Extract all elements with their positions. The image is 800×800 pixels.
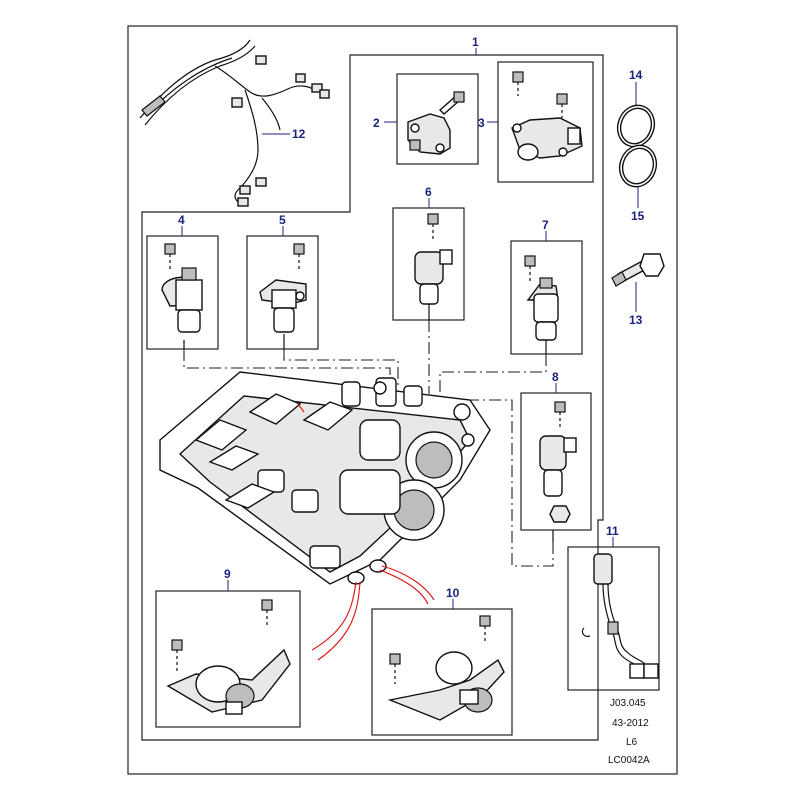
o-ring-15: [618, 144, 658, 188]
callout-5: 5: [279, 213, 286, 227]
solenoid-part-10: [387, 615, 505, 721]
callout-7: 7: [542, 218, 549, 232]
callout-4: 4: [178, 213, 185, 227]
wiring-harness: [139, 39, 330, 207]
callout-3: 3: [478, 116, 485, 130]
solenoid-part-7: [524, 255, 559, 354]
sensor-part-2: [407, 91, 465, 155]
callout-12: 12: [292, 127, 306, 141]
solenoid-part-4: [161, 243, 203, 349]
callout-6: 6: [425, 185, 432, 199]
part-box-10: [371, 608, 513, 736]
bolt-13: [611, 253, 665, 287]
assembly-boundary: [141, 54, 604, 741]
callout-2: 2: [373, 116, 380, 130]
callout-13: 13: [629, 313, 643, 327]
solenoid-part-5: [259, 243, 307, 349]
reference-line-3: L6: [626, 737, 638, 748]
reference-line-4: LC0042A: [608, 755, 650, 766]
callout-11: 11: [606, 524, 619, 538]
solenoid-part-3: [511, 71, 583, 161]
callout-8: 8: [552, 370, 559, 384]
part-box-2: [396, 73, 479, 165]
drawing-frame: [127, 25, 678, 775]
callout-1: 1: [472, 35, 479, 49]
solenoid-part-9: [166, 599, 291, 715]
reference-line-1: J03.045: [610, 698, 646, 709]
valve-body: [159, 371, 491, 585]
o-ring-14: [616, 104, 656, 148]
harness-connector-11: [581, 553, 659, 679]
callout-14: 14: [629, 68, 643, 82]
connection-lines: [183, 320, 554, 567]
reference-line-2: 43-2012: [612, 718, 649, 729]
callout-9: 9: [224, 567, 231, 581]
red-highlight-lines: [297, 403, 435, 661]
callout-15: 15: [631, 209, 645, 223]
callout-10: 10: [446, 586, 460, 600]
solenoid-part-8: [539, 401, 577, 542]
solenoid-part-6: [414, 213, 453, 320]
